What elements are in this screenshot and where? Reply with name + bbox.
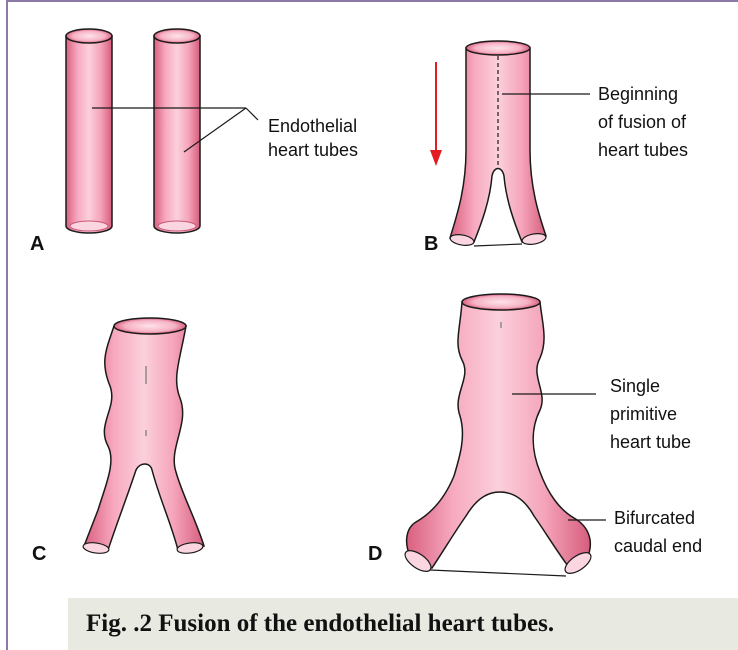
callout-d2-label: Bifurcated caudal end bbox=[614, 508, 702, 556]
tube-c-fused bbox=[84, 326, 204, 550]
callout-d2-line1: Bifurcated bbox=[614, 508, 695, 528]
panel-d: Single primitive heart tube Bifurcated c… bbox=[368, 294, 702, 577]
panel-letter-a: A bbox=[30, 233, 44, 255]
callout-a-line2: heart tubes bbox=[268, 140, 358, 160]
panel-a: Endothelial heart tubes A bbox=[30, 29, 362, 255]
tube-b-bridge-line bbox=[474, 244, 522, 246]
callout-b-label: Beginning of fusion of heart tubes bbox=[598, 84, 691, 160]
tube-a-left bbox=[66, 36, 112, 233]
panel-b: Beginning of fusion of heart tubes B bbox=[424, 41, 691, 255]
callout-d1-line3: heart tube bbox=[610, 432, 691, 452]
tube-d-top-opening bbox=[462, 294, 540, 310]
callout-b-line1: Beginning bbox=[598, 84, 678, 104]
panel-letter-d: D bbox=[368, 543, 382, 565]
callout-b-line3: heart tubes bbox=[598, 140, 688, 160]
callout-d1-line1: Single bbox=[610, 376, 660, 396]
tube-a-left-bottom-opening bbox=[70, 221, 108, 231]
panel-c: C bbox=[32, 318, 204, 565]
tube-a-right bbox=[154, 36, 200, 233]
tube-a-right-top-opening bbox=[154, 29, 200, 43]
tube-d-fused bbox=[407, 302, 591, 568]
callout-d2-line2: caudal end bbox=[614, 536, 702, 556]
tube-d-bridge-line bbox=[430, 570, 566, 576]
callout-d1-line2: primitive bbox=[610, 404, 677, 424]
tube-b-top-opening bbox=[466, 41, 530, 55]
figure-caption: Fig. .2 Fusion of the endothelial heart … bbox=[86, 610, 554, 638]
callout-a-line1: Endothelial bbox=[268, 116, 357, 136]
downward-arrow-head bbox=[430, 150, 442, 166]
callout-b-line2: of fusion of bbox=[598, 112, 687, 132]
panel-letter-b: B bbox=[424, 233, 438, 255]
callout-a-label: Endothelial heart tubes bbox=[268, 116, 362, 160]
callout-d1-label: Single primitive heart tube bbox=[610, 376, 691, 452]
tube-a-right-bottom-opening bbox=[158, 221, 196, 231]
tube-a-left-top-opening bbox=[66, 29, 112, 43]
heart-tube-fusion-diagram: Endothelial heart tubes A Beginning of f… bbox=[0, 0, 738, 600]
panel-letter-c: C bbox=[32, 543, 46, 565]
tube-c-top-opening bbox=[114, 318, 186, 334]
